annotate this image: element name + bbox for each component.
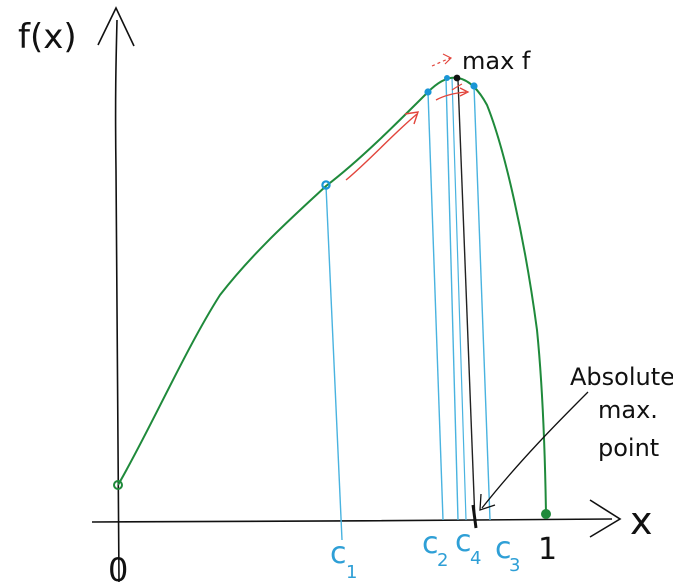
svg-text:2: 2 [437, 550, 448, 571]
x-axis-label: x [630, 499, 653, 543]
red-arrow-1-head [404, 111, 420, 125]
guide-line-c2b [445, 77, 459, 521]
label-c4: c 4 [455, 524, 481, 569]
y-axis [114, 19, 120, 583]
svg-text:c: c [330, 536, 347, 571]
point-c1 [321, 180, 331, 190]
max-f-label: max f [462, 47, 531, 75]
red-arrow-1 [345, 113, 418, 181]
label-c2: c 2 [422, 526, 448, 571]
max-vertical-line [457, 79, 476, 523]
function-curve [117, 76, 547, 515]
svg-text:4: 4 [470, 548, 481, 569]
point-c2 [424, 88, 432, 96]
absolute-max-line3: point [598, 434, 659, 462]
point-c3 [470, 82, 478, 90]
guide-line-c2 [427, 91, 444, 521]
max-tick [471, 504, 478, 529]
absolute-max-pointer-head [479, 493, 496, 511]
x-axis-arrowhead [589, 499, 622, 538]
red-arrow-2-head [459, 87, 470, 97]
guide-line-c4-left [451, 77, 467, 521]
svg-text:1: 1 [346, 562, 357, 583]
label-c1: c 1 [330, 536, 357, 583]
endpoint-1 [541, 509, 551, 519]
red-arrow-dashed-head [442, 53, 453, 65]
guide-line-c1 [325, 185, 343, 541]
svg-text:c: c [455, 524, 472, 559]
y-axis-arrowhead [97, 6, 135, 47]
absolute-max-line2: max. [598, 396, 658, 424]
absolute-max-pointer [481, 391, 589, 509]
red-arrow-3 [451, 83, 463, 91]
x-axis [91, 518, 613, 523]
endpoint-1-label: 1 [538, 532, 557, 567]
svg-text:c: c [495, 531, 512, 566]
y-axis-label: f(x) [18, 17, 77, 57]
origin-label: 0 [108, 551, 128, 587]
absolute-max-line1: Absolute [570, 363, 673, 391]
svg-text:3: 3 [509, 555, 520, 576]
guide-line-c3 [473, 85, 491, 521]
endpoint-0 [113, 480, 123, 490]
red-arrow-2 [435, 91, 467, 101]
label-c3: c 3 [495, 531, 520, 576]
svg-text:c: c [422, 526, 439, 561]
point-c4 [444, 75, 450, 81]
max-point [453, 74, 461, 82]
